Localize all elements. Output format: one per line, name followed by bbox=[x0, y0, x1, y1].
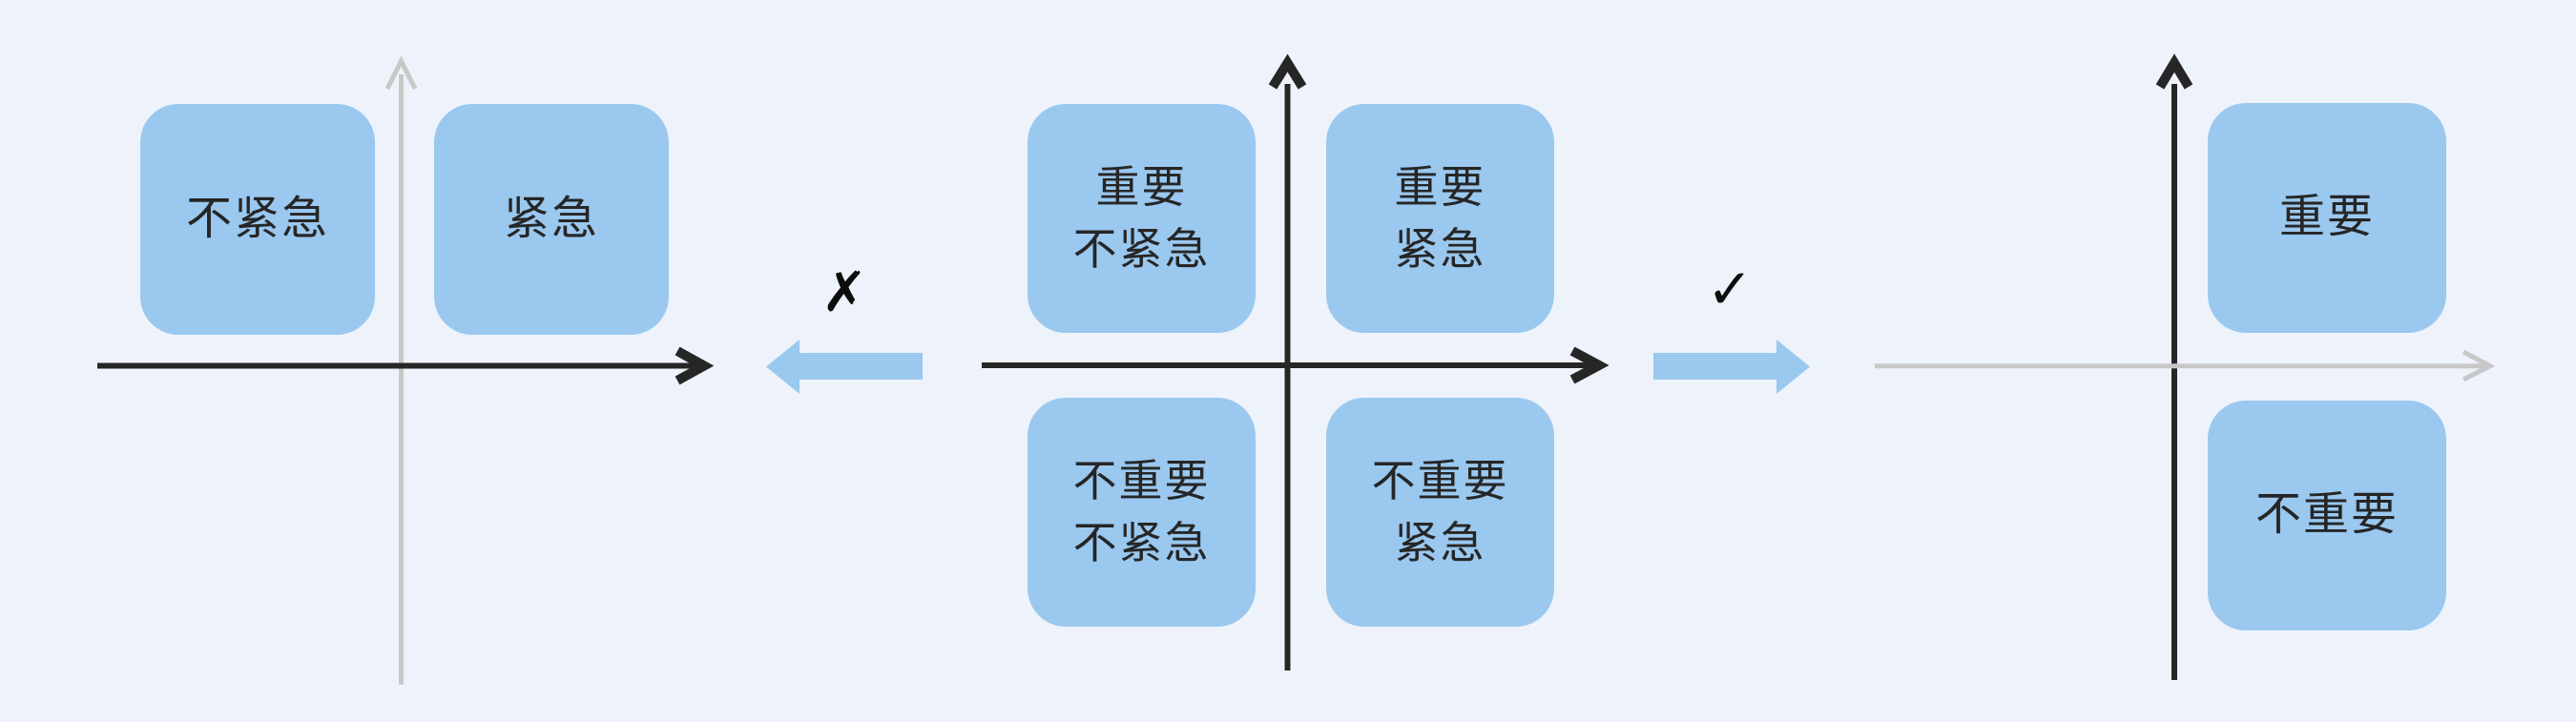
quadrant-label: 重要 bbox=[1394, 161, 1486, 212]
quadrant-label: 不紧急 bbox=[1072, 518, 1211, 567]
quadrant-label: 重要 bbox=[1095, 161, 1188, 212]
quadrant-label: 紧急 bbox=[503, 193, 599, 244]
quadrant-label: 紧急 bbox=[1394, 224, 1486, 274]
check-icon: ✓ bbox=[1706, 258, 1754, 320]
quadrant-label: 重要 bbox=[2278, 192, 2375, 243]
middle-panel-x-axis-arrowhead bbox=[1569, 346, 1610, 384]
quadrant-box-important: 重要 bbox=[2208, 103, 2446, 333]
quadrant-label: 不紧急 bbox=[1072, 224, 1211, 274]
left-panel-y-axis-arrowhead bbox=[384, 55, 418, 91]
quadrant-box-not-important: 不重要 bbox=[2208, 401, 2446, 630]
quadrant-box-not-urgent: 不紧急 bbox=[140, 104, 375, 335]
quadrant-box-not-important-urgent: 不重要 紧急 bbox=[1326, 398, 1554, 627]
quadrant-box-important-not-urgent: 重要 不紧急 bbox=[1028, 104, 1256, 333]
quadrant-box-not-important-not-urgent: 不重要 不紧急 bbox=[1028, 398, 1256, 627]
cross-icon: ✗ bbox=[821, 261, 868, 323]
arrow-left-icon bbox=[766, 340, 923, 394]
quadrant-label: 不重要 bbox=[1072, 455, 1211, 505]
quadrant-label: 不重要 bbox=[2254, 489, 2399, 541]
quadrant-box-important-urgent: 重要 紧急 bbox=[1326, 104, 1554, 333]
right-panel-x-axis-arrowhead bbox=[2462, 349, 2496, 382]
quadrant-label: 不重要 bbox=[1371, 455, 1509, 505]
quadrant-label: 不紧急 bbox=[185, 193, 329, 244]
quadrant-label: 紧急 bbox=[1394, 518, 1486, 567]
quadrant-box-urgent: 紧急 bbox=[434, 104, 669, 335]
left-panel-x-axis-arrowhead bbox=[675, 346, 715, 385]
arrow-right-icon bbox=[1653, 340, 1810, 394]
middle-panel-y-axis-arrowhead bbox=[1268, 53, 1307, 90]
right-panel-y-axis-arrowhead bbox=[2155, 53, 2193, 90]
